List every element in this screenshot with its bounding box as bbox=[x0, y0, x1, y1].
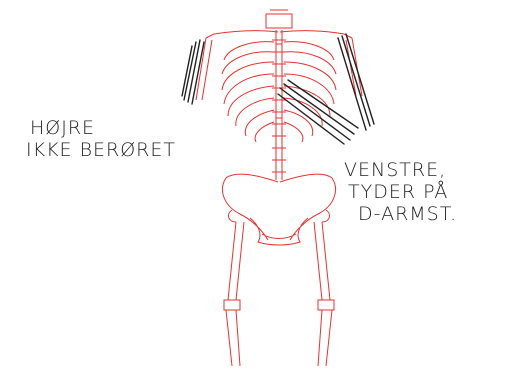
pen-marks bbox=[182, 34, 374, 144]
humerus-left bbox=[346, 38, 362, 96]
annotation-left-line-2: TYDER PÅ bbox=[348, 182, 457, 204]
ribcage-left bbox=[284, 42, 336, 142]
annotation-right-line-1: HØJRE bbox=[30, 118, 176, 140]
lower-leg-left bbox=[318, 310, 332, 366]
femur-left bbox=[314, 222, 330, 300]
annotation-right-side: HØJRE IKKE BERØRET bbox=[30, 118, 176, 162]
lower-leg-right bbox=[226, 310, 240, 366]
femur-right bbox=[228, 222, 244, 300]
sternum bbox=[276, 44, 282, 118]
annotation-left-line-1: VENSTRE, bbox=[344, 160, 457, 182]
clavicle-left bbox=[280, 31, 352, 38]
pelvis bbox=[222, 174, 335, 245]
pen-stroke-left-arm bbox=[338, 34, 374, 130]
knees bbox=[224, 300, 334, 310]
annotation-left-line-3: D-ARMST. bbox=[358, 204, 457, 226]
ribcage-right bbox=[222, 42, 274, 142]
annotation-right-line-2: IKKE BERØRET bbox=[26, 140, 176, 162]
vertebrae bbox=[272, 40, 286, 172]
skeleton bbox=[196, 10, 362, 366]
annotation-left-side: VENSTRE, TYDER PÅ D-ARMST. bbox=[344, 160, 457, 226]
skull bbox=[266, 10, 292, 28]
clavicle-right bbox=[206, 31, 278, 38]
